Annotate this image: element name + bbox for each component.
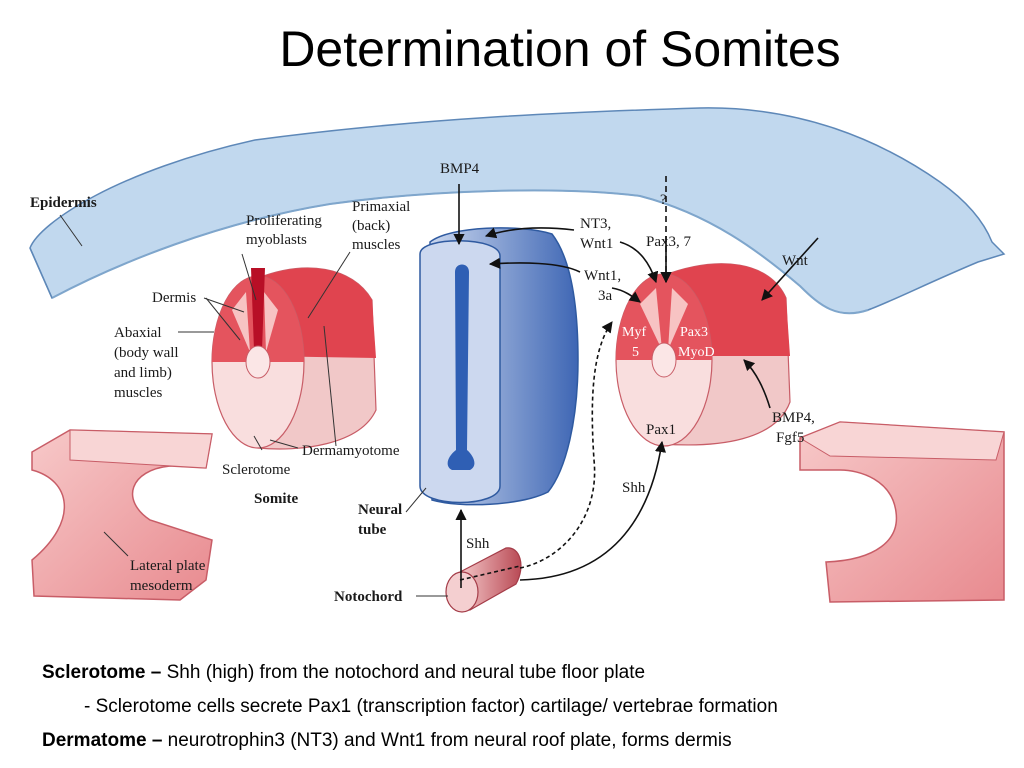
label-somite: Somite <box>254 491 299 507</box>
label-bmp4-top: BMP4 <box>440 161 480 177</box>
label-pax1: Pax1 <box>646 422 676 438</box>
notochord <box>445 547 522 613</box>
label-nt3: NT3, <box>580 216 611 232</box>
label-shh-right: Shh <box>622 480 646 496</box>
label-primaxial-3: muscles <box>352 237 400 253</box>
label-abaxial-3: and limb) <box>114 365 172 381</box>
label-pax3: Pax3 <box>680 325 708 340</box>
label-neural-2: tube <box>358 522 387 538</box>
label-myf-1: Myf <box>622 325 646 340</box>
label-wnt1-b: Wnt1, <box>584 268 621 284</box>
label-lateral-1: Lateral plate <box>130 558 206 574</box>
label-sclerotome: Sclerotome <box>222 462 291 478</box>
label-fgf5: Fgf5 <box>776 430 804 446</box>
label-proliferating-2: myoblasts <box>246 232 307 248</box>
label-abaxial-4: muscles <box>114 385 162 401</box>
label-myf-2: 5 <box>632 345 639 360</box>
label-dermis: Dermis <box>152 290 196 306</box>
epidermis-sheet <box>29 107 1006 315</box>
label-dermamyotome: Dermamyotome <box>302 443 400 459</box>
label-bmp4-right: BMP4, <box>772 410 815 426</box>
neural-tube <box>419 227 579 506</box>
lateral-plate-mesoderm-left <box>31 429 213 601</box>
label-wnt1-c: 3a <box>598 288 613 304</box>
label-myod: MyoD <box>678 345 715 360</box>
label-epidermis: Epidermis <box>30 195 97 211</box>
label-primaxial-2: (back) <box>352 218 390 234</box>
label-question: ? <box>660 192 667 208</box>
label-wnt1-a: Wnt1 <box>580 236 613 252</box>
signal-arrows <box>453 176 819 588</box>
caption-line-1: Sclerotome – Shh (high) from the notocho… <box>42 662 646 683</box>
label-notochord: Notochord <box>334 589 403 605</box>
label-abaxial-1: Abaxial <box>114 325 161 341</box>
page-title: Determination of Somites <box>279 21 841 77</box>
label-shh-bottom: Shh <box>466 536 490 552</box>
caption-line-3: Dermatome – neurotrophin3 (NT3) and Wnt1… <box>42 730 732 751</box>
label-pax37: Pax3, 7 <box>646 234 692 250</box>
label-neural-1: Neural <box>358 502 402 518</box>
lateral-plate-mesoderm-right <box>798 421 1005 603</box>
label-lateral-2: mesoderm <box>130 578 193 594</box>
label-wnt: Wnt <box>782 253 809 269</box>
leader-lines <box>59 214 448 597</box>
label-proliferating-1: Proliferating <box>246 213 322 229</box>
caption-line-2: - Sclerotome cells secrete Pax1 (transcr… <box>84 696 778 717</box>
somite-left <box>211 267 377 450</box>
somite-diagram: Epidermis BMP4 Proliferating myoblasts P… <box>29 107 1006 613</box>
label-abaxial-2: (body wall <box>114 345 179 361</box>
caption: Sclerotome – Shh (high) from the notocho… <box>42 656 1012 758</box>
label-primaxial-1: Primaxial <box>352 199 410 215</box>
